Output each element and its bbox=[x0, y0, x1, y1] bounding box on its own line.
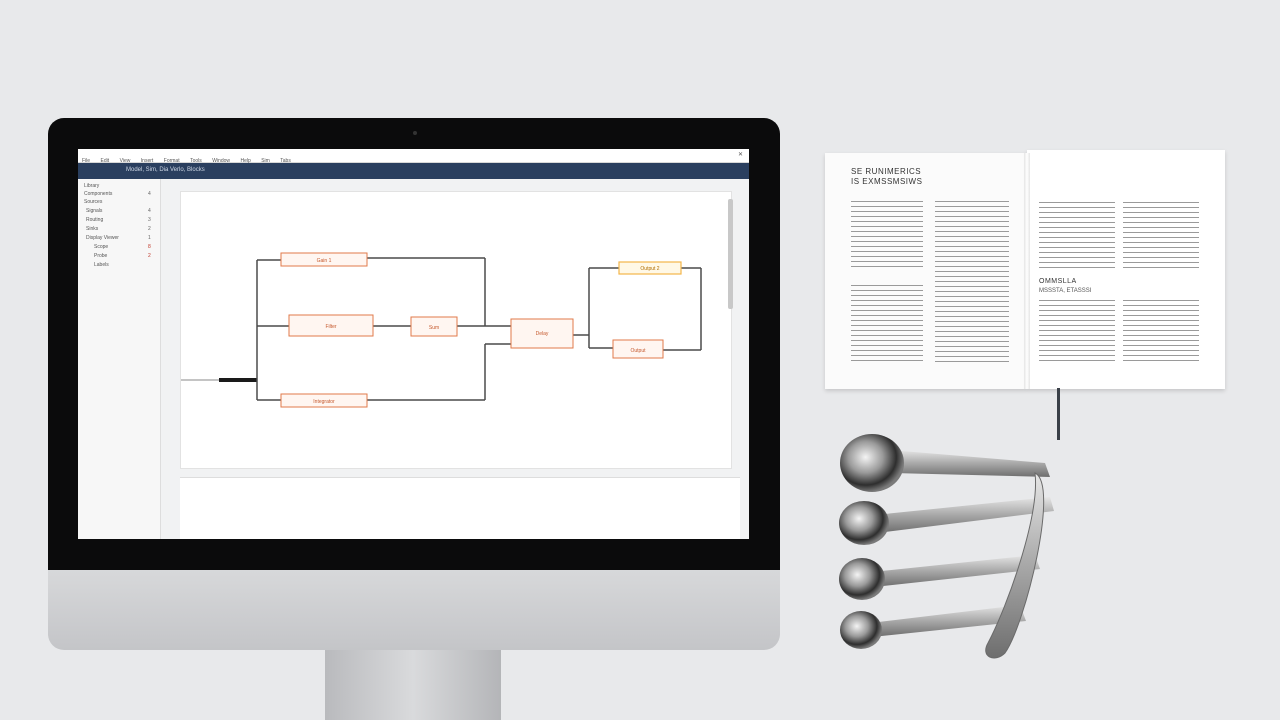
book-heading: SE RUNIMERICS bbox=[851, 167, 922, 176]
spoon-bowl bbox=[839, 558, 885, 600]
text-column bbox=[1039, 300, 1115, 362]
sidebar-item-labels[interactable]: Labels bbox=[94, 262, 109, 268]
measuring-spoons bbox=[839, 434, 1054, 659]
monitor-screen: File Edit View Insert Format Tools Windo… bbox=[78, 149, 749, 539]
block-sum bbox=[410, 316, 458, 337]
diagram-canvas[interactable]: Gain 1 Filter Sum Delay Output 2 Output … bbox=[180, 191, 732, 469]
menu-bar: File Edit View Insert Format Tools Windo… bbox=[78, 149, 749, 164]
sidebar-item-count: 1 bbox=[148, 235, 151, 241]
book-spine bbox=[1024, 153, 1030, 389]
block-filter bbox=[288, 314, 374, 337]
block-output-2 bbox=[618, 261, 682, 275]
book-heading: OMMSLLA bbox=[1039, 278, 1077, 285]
sidebar-item-count: 4 bbox=[148, 208, 151, 214]
spoon-handle bbox=[872, 555, 1040, 587]
spoon-bowl bbox=[840, 611, 882, 649]
text-column bbox=[851, 201, 923, 271]
menu-item-window[interactable]: Window bbox=[212, 158, 230, 164]
bookmark-ribbon bbox=[1057, 388, 1060, 440]
block-diagram: Gain 1 Filter Sum Delay Output 2 Output … bbox=[181, 252, 702, 408]
spoon-handle bbox=[875, 497, 1054, 533]
sidebar-item-probe[interactable]: Probe bbox=[94, 253, 108, 259]
book-subheading: MSSSTA, ETASSSI bbox=[1039, 288, 1092, 294]
camera-icon bbox=[413, 131, 417, 135]
block-label: Output 2 bbox=[640, 266, 659, 272]
menu-item-tools[interactable]: Tools bbox=[190, 158, 202, 164]
spoon-bowl bbox=[839, 501, 889, 545]
block-label: Sum bbox=[429, 325, 439, 331]
menu-item-insert[interactable]: Insert bbox=[140, 158, 154, 164]
sidebar-item-components[interactable]: Components bbox=[84, 191, 113, 197]
title-bar: Model, Sim, Dia Verlo, Blocks bbox=[78, 163, 749, 179]
text-column bbox=[851, 285, 923, 365]
output-panel bbox=[180, 477, 740, 539]
window-title: Model, Sim, Dia Verlo, Blocks bbox=[126, 167, 205, 173]
spoon-ring bbox=[985, 472, 1045, 659]
menu-item-view[interactable]: View bbox=[119, 158, 131, 164]
block-gain bbox=[280, 252, 368, 267]
block-label: Filter bbox=[325, 324, 336, 330]
spoon-handle bbox=[890, 450, 1050, 477]
monitor-chin bbox=[48, 570, 780, 650]
vertical-scrollbar[interactable] bbox=[728, 199, 733, 309]
sidebar-item-sources[interactable]: Sources bbox=[84, 199, 103, 205]
sidebar: Library Components 4 Sources Signals 4 R… bbox=[78, 179, 161, 539]
sidebar-item-scope[interactable]: Scope bbox=[94, 244, 109, 250]
block-integrator bbox=[280, 393, 368, 408]
block-label: Output bbox=[630, 348, 646, 354]
menu-item-edit[interactable]: Edit bbox=[100, 158, 110, 164]
text-column bbox=[1123, 202, 1199, 272]
sidebar-item-display-viewer[interactable]: Display Viewer bbox=[86, 235, 119, 241]
block-label: Gain 1 bbox=[317, 258, 332, 264]
sidebar-item-routing[interactable]: Routing bbox=[86, 217, 104, 223]
book-subheading: IS EXMSSMSIWS bbox=[851, 177, 923, 186]
sidebar-item-count: 2 bbox=[148, 253, 151, 259]
block-label: Integrator bbox=[313, 399, 335, 405]
menu-item-file[interactable]: File bbox=[82, 158, 91, 164]
text-column bbox=[1039, 202, 1115, 272]
text-column bbox=[935, 201, 1009, 366]
book-right-page: OMMSLLA MSSSTA, ETASSSI bbox=[1027, 150, 1225, 389]
spoon-handle bbox=[870, 605, 1026, 637]
block-delay bbox=[510, 318, 574, 349]
sidebar-item-library[interactable]: Library bbox=[84, 183, 100, 189]
menu-item-format[interactable]: Format bbox=[163, 158, 180, 164]
text-column bbox=[1123, 300, 1199, 362]
book-left-page: SE RUNIMERICS IS EXMSSMSIWS bbox=[825, 153, 1027, 389]
spoon-bowl bbox=[840, 434, 904, 492]
sidebar-item-count: 3 bbox=[148, 217, 151, 223]
block-output bbox=[612, 339, 664, 359]
sidebar-item-signals[interactable]: Signals bbox=[86, 208, 103, 214]
sidebar-item-count: 8 bbox=[148, 244, 151, 250]
menu-item-sim[interactable]: Sim bbox=[261, 158, 270, 164]
menu-item-tabs[interactable]: Tabs bbox=[280, 158, 291, 164]
sidebar-item-sinks[interactable]: Sinks bbox=[86, 226, 99, 232]
sidebar-item-count: 2 bbox=[148, 226, 151, 232]
sidebar-item-count: 4 bbox=[148, 191, 151, 197]
close-icon[interactable]: ✕ bbox=[737, 152, 743, 158]
block-label: Delay bbox=[536, 331, 549, 337]
input-port bbox=[219, 378, 257, 382]
monitor-stand bbox=[325, 650, 501, 720]
menu-item-help[interactable]: Help bbox=[240, 158, 251, 164]
